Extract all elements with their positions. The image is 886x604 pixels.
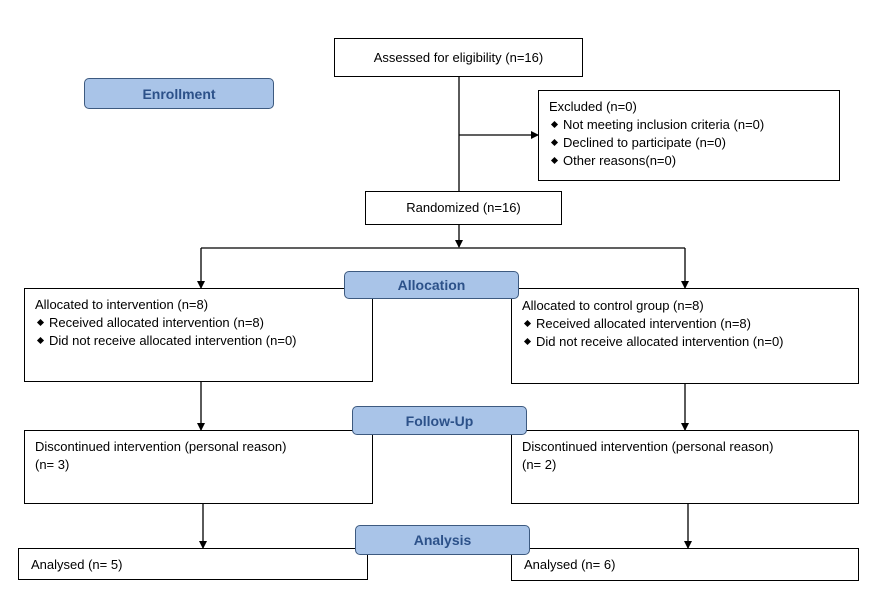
control-followup-box: Discontinued intervention (personal reas… [511,430,859,504]
intervention-analysis-box: Analysed (n= 5) [18,548,368,580]
stage-enrollment: Enrollment [84,78,274,109]
randomized-box: Randomized (n=16) [365,191,562,225]
stage-allocation: Allocation [344,271,519,299]
stage-analysis: Analysis [355,525,530,555]
control-allocation-list: Received allocated intervention (n=8) Di… [522,315,848,351]
intervention-followup-line2: (n= 3) [35,457,70,472]
control-analysis-box: Analysed (n= 6) [511,548,859,581]
control-allocation-item: Received allocated intervention (n=8) [522,315,848,333]
control-followup-line1: Discontinued intervention (personal reas… [522,439,774,454]
control-allocation-item: Did not receive allocated intervention (… [522,333,848,351]
excluded-item: Declined to participate (n=0) [549,134,829,152]
assessed-text: Assessed for eligibility (n=16) [373,49,544,65]
control-followup-line2: (n= 2) [522,457,557,472]
randomized-text: Randomized (n=16) [406,200,521,215]
intervention-followup-line1: Discontinued intervention (personal reas… [35,439,287,454]
intervention-allocation-list: Received allocated intervention (n=8) Di… [35,314,362,350]
excluded-title: Excluded (n=0) [549,99,637,114]
intervention-allocation-box: Allocated to intervention (n=8) Received… [24,288,373,382]
excluded-item: Other reasons(n=0) [549,152,829,170]
intervention-allocation-item: Received allocated intervention (n=8) [35,314,362,332]
assessed-box: Assessed for eligibility (n=16) [334,38,583,77]
control-allocation-title: Allocated to control group (n=8) [522,298,704,313]
intervention-followup-box: Discontinued intervention (personal reas… [24,430,373,504]
excluded-list: Not meeting inclusion criteria (n=0) Dec… [549,116,829,170]
excluded-box: Excluded (n=0) Not meeting inclusion cri… [538,90,840,181]
intervention-analysed-text: Analysed (n= 5) [31,557,123,572]
stage-follow-up: Follow-Up [352,406,527,435]
excluded-item: Not meeting inclusion criteria (n=0) [549,116,829,134]
intervention-allocation-item: Did not receive allocated intervention (… [35,332,362,350]
control-allocation-box: Allocated to control group (n=8) Receive… [511,288,859,384]
intervention-allocation-title: Allocated to intervention (n=8) [35,297,209,312]
control-analysed-text: Analysed (n= 6) [524,557,616,572]
